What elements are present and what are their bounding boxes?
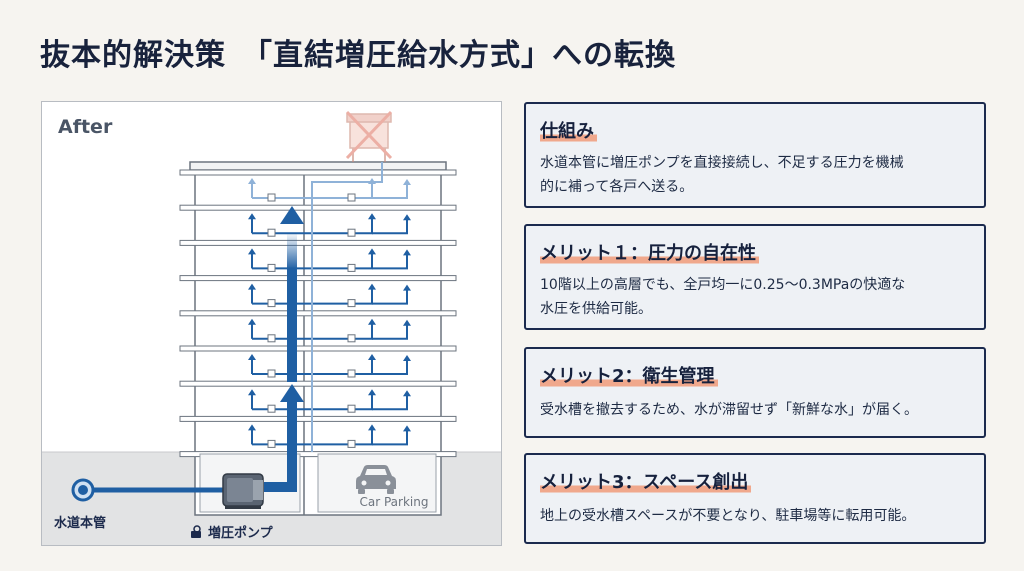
branch-arrow bbox=[248, 248, 256, 255]
pump-marker-icon bbox=[191, 524, 201, 538]
card-line: 受水槽を撤去するため、水が滞留せず「新鮮な水」が届く。 bbox=[540, 402, 918, 418]
card-merit-pressure: メリット１：圧力の自在性 10階以上の高層でも、全戸均一に0.25〜0.3MPa… bbox=[524, 224, 986, 330]
branch-arrow bbox=[248, 283, 256, 290]
floor-slab bbox=[179, 415, 457, 422]
water-meter bbox=[267, 263, 276, 272]
branch-feed-far bbox=[372, 289, 408, 305]
water-meter bbox=[347, 228, 356, 237]
card-line: 的に補って各戸へ送る。 bbox=[540, 179, 694, 195]
water-meter bbox=[267, 193, 276, 202]
water-meter bbox=[347, 369, 356, 378]
building-diagram: After 水道本管 増圧ポンプ Car Parking bbox=[41, 101, 502, 546]
branch-pipes bbox=[248, 162, 411, 452]
water-meter bbox=[347, 404, 356, 413]
branch-arrow bbox=[403, 284, 411, 291]
branch-arrow bbox=[403, 390, 411, 397]
water-meter bbox=[347, 263, 356, 272]
branch-arrow bbox=[248, 318, 256, 325]
branch-feed-far bbox=[372, 395, 408, 411]
floor-branch-pipes bbox=[248, 178, 411, 202]
branch-arrow bbox=[403, 249, 411, 256]
branch-feed-far bbox=[372, 360, 408, 375]
floor-slab bbox=[179, 380, 457, 387]
water-meter bbox=[347, 334, 356, 343]
card-mechanism: 仕組み 水道本管に増圧ポンプを直接接続し、不足する圧力を機械 的に補って各戸へ送… bbox=[524, 102, 986, 208]
card-title: メリット3：スペース創出 bbox=[540, 468, 752, 494]
after-label: After bbox=[58, 116, 113, 138]
branch-arrow bbox=[248, 213, 256, 220]
card-body: 10階以上の高層でも、全戸均一に0.25〜0.3MPaの快適な 水圧を供給可能。 bbox=[540, 273, 970, 321]
branch-arrow bbox=[403, 214, 411, 221]
water-meter bbox=[267, 439, 276, 448]
parking-label: Car Parking bbox=[359, 495, 429, 509]
branch-arrow bbox=[248, 424, 256, 431]
card-body: 地上の受水槽スペースが不要となり、駐車場等に転用可能。 bbox=[540, 504, 970, 528]
card-title: メリット１：圧力の自在性 bbox=[540, 239, 759, 265]
branch-arrow bbox=[403, 179, 411, 185]
water-meter bbox=[267, 334, 276, 343]
card-line: 水道本管に増圧ポンプを直接接続し、不足する圧力を機械 bbox=[540, 155, 904, 171]
floor-branch-pipes bbox=[248, 389, 411, 413]
branch-arrow bbox=[368, 283, 376, 290]
branch-arrow bbox=[368, 389, 376, 396]
branch-feed-far bbox=[372, 184, 408, 199]
floor-slab bbox=[179, 169, 457, 176]
branch-arrow bbox=[248, 354, 256, 360]
branch-feed-far bbox=[372, 219, 408, 235]
floor-branch-pipes bbox=[248, 354, 411, 378]
floor-slab bbox=[179, 345, 457, 352]
card-line: 水圧を供給可能。 bbox=[540, 301, 652, 317]
branch-feed-far bbox=[372, 430, 408, 446]
booster-pump-icon bbox=[222, 473, 264, 509]
building-illustration bbox=[42, 110, 501, 545]
water-meter bbox=[347, 439, 356, 448]
branch-arrow bbox=[403, 355, 411, 361]
card-line: 10階以上の高層でも、全戸均一に0.25〜0.3MPaの快適な bbox=[540, 277, 906, 293]
card-merit-hygiene: メリット2：衛生管理 受水槽を撤去するため、水が滞留せず「新鮮な水」が届く。 bbox=[524, 347, 986, 438]
floor-branch-pipes bbox=[248, 283, 411, 308]
secondary-riser bbox=[311, 162, 383, 452]
water-meter bbox=[347, 299, 356, 308]
floor-slab bbox=[179, 275, 457, 282]
water-main-label: 水道本管 bbox=[54, 516, 107, 531]
floor-branch-pipes bbox=[248, 424, 411, 448]
branch-feed-far bbox=[372, 324, 408, 340]
water-meter bbox=[267, 369, 276, 378]
floor-branch-pipes bbox=[248, 248, 411, 272]
card-title: メリット2：衛生管理 bbox=[540, 362, 718, 388]
pump-label: 増圧ポンプ bbox=[208, 526, 273, 541]
floor-slab bbox=[179, 239, 457, 246]
card-merit-space: メリット3：スペース創出 地上の受水槽スペースが不要となり、駐車場等に転用可能。 bbox=[524, 453, 986, 544]
pump-label-group: 増圧ポンプ bbox=[190, 522, 273, 541]
floor-slab bbox=[179, 310, 457, 317]
card-title: 仕組み bbox=[540, 117, 597, 143]
water-meter bbox=[267, 404, 276, 413]
branch-feed-far bbox=[372, 254, 408, 270]
branch-arrow bbox=[368, 213, 376, 220]
card-line: 地上の受水槽スペースが不要となり、駐車場等に転用可能。 bbox=[540, 508, 916, 524]
branch-arrow bbox=[403, 319, 411, 326]
water-meter bbox=[267, 299, 276, 308]
car-icon bbox=[356, 465, 396, 494]
branch-arrow bbox=[368, 318, 376, 325]
branch-arrow bbox=[248, 389, 256, 396]
branch-arrow bbox=[368, 354, 376, 360]
branch-arrow bbox=[368, 424, 376, 431]
branch-arrow bbox=[248, 178, 256, 184]
floor-branch-pipes bbox=[248, 318, 411, 343]
branch-arrow bbox=[403, 425, 411, 432]
page-title: 抜本的解決策 「直結増圧給水方式」への転換 bbox=[40, 38, 676, 73]
removed-tank-icon bbox=[345, 110, 393, 162]
card-body: 受水槽を撤去するため、水が滞留せず「新鮮な水」が届く。 bbox=[540, 398, 970, 422]
card-body: 水道本管に増圧ポンプを直接接続し、不足する圧力を機械 的に補って各戸へ送る。 bbox=[540, 151, 970, 199]
floor-slab bbox=[179, 204, 457, 211]
floor-branch-pipes bbox=[248, 213, 411, 237]
water-meter bbox=[347, 193, 356, 202]
water-meter bbox=[267, 228, 276, 237]
branch-arrow bbox=[368, 248, 376, 255]
